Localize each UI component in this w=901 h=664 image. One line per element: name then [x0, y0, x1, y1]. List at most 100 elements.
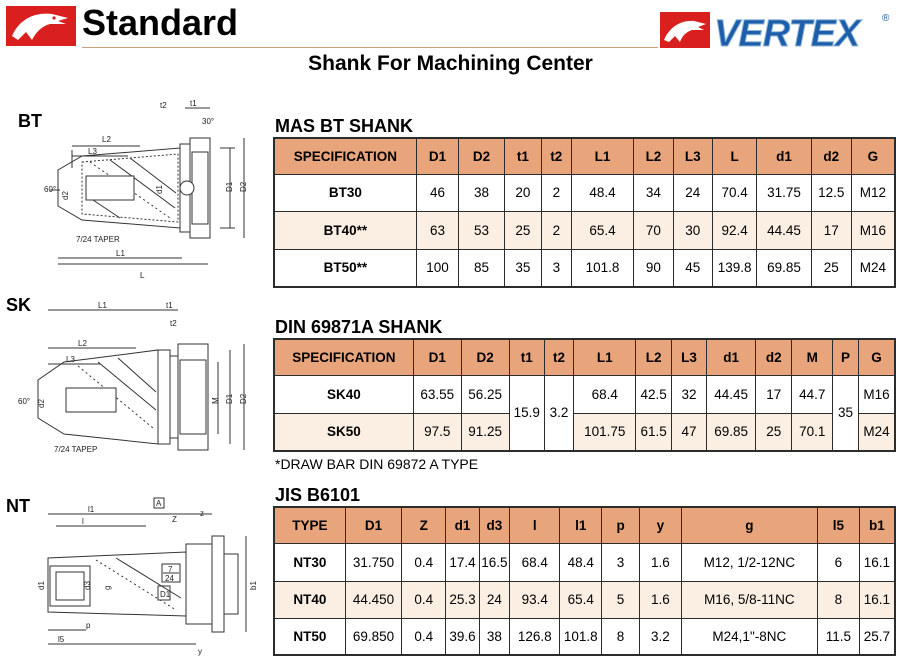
table-cell: 92.4	[711, 210, 758, 250]
table-cell: 1.6	[638, 542, 682, 582]
table-cell-shared: 15.9	[508, 374, 545, 452]
table-row: BT40** 63 53 25 2 65.4 70 30 92.4 44.45 …	[273, 210, 896, 250]
eagle-logo-icon	[6, 6, 76, 46]
table-row: BT50** 100 85 35 3 101.8 90 45 139.8 69.…	[273, 248, 896, 288]
table-cell: 85	[458, 248, 505, 288]
section-label-bt: BT	[18, 111, 42, 131]
table-cell: 25	[755, 412, 793, 452]
section-label-nt: NT	[6, 496, 30, 516]
table-cell: 17	[755, 374, 793, 414]
table-cell: 25	[503, 210, 542, 250]
table-cell: SK40	[273, 374, 414, 414]
table-cell: 0.4	[401, 580, 447, 619]
sk-table-title: DIN 69871A SHANK	[275, 317, 443, 337]
table-row: SK40 63.55 56.25 15.9 3.2 68.4 42.5 32 4…	[273, 374, 896, 452]
header-cell: TYPE	[273, 506, 346, 544]
table-cell: 3.2	[638, 617, 682, 656]
table-cell: 90	[633, 248, 674, 288]
table-cell: 31.75	[756, 173, 812, 212]
table-cell: 45	[672, 248, 713, 288]
header-divider	[82, 47, 658, 48]
table-cell: 17	[810, 210, 852, 250]
table-cell: 2	[540, 210, 572, 250]
table-cell: 48.4	[559, 542, 603, 582]
page-title: Standard	[82, 2, 239, 43]
bt-label-t2: t2	[160, 101, 167, 110]
table-cell: 126.8	[509, 617, 561, 656]
table-cell: M24	[850, 248, 896, 288]
table-cell: 25.7	[858, 617, 896, 656]
nt-label-D1: D1	[160, 590, 171, 599]
header-cell: P	[832, 338, 860, 376]
table-cell: 68.4	[573, 374, 637, 414]
table-cell: 25	[810, 248, 852, 288]
table-cell: 100	[415, 248, 460, 288]
sk-label-M: M	[211, 397, 220, 404]
header-cell: M	[791, 338, 834, 376]
header-cell: y	[638, 506, 682, 544]
table-cell: BT30	[273, 173, 417, 212]
table-cell: 93.4	[509, 580, 561, 619]
table-cell: 65.4	[559, 580, 603, 619]
table-cell: M16	[858, 374, 896, 414]
header-cell: l5	[816, 506, 860, 544]
table-cell: 8	[601, 617, 640, 656]
header-cell: L2	[633, 137, 674, 175]
table-cell: 3	[540, 248, 572, 288]
bt-label-l1: L1	[116, 249, 125, 258]
table-cell: 32	[670, 374, 708, 414]
table-cell: 69.85	[706, 412, 757, 452]
table-cell: NT30	[273, 542, 346, 582]
table-cell: 20	[503, 173, 542, 212]
header-cell: D2	[458, 137, 505, 175]
draw-bar-note: *DRAW BAR DIN 69872 A TYPE	[275, 456, 479, 472]
nt-label-b1: b1	[249, 581, 258, 590]
table-cell: 139.8	[711, 248, 758, 288]
table-cell: 68.4	[509, 542, 561, 582]
header-cell: d1	[756, 137, 812, 175]
table-cell: 61.5	[635, 412, 672, 452]
table-cell: SK50	[273, 412, 414, 452]
header-cell: d1	[706, 338, 757, 376]
table-cell-shared: 35	[832, 374, 860, 452]
registered-mark: ®	[882, 13, 890, 24]
sk-label-taper: 7/24 TAPEP	[54, 445, 97, 454]
table-cell: 56.25	[460, 374, 510, 414]
header-cell: t1	[508, 338, 545, 376]
header-cell: G	[858, 338, 896, 376]
header-cell: p	[601, 506, 640, 544]
table-cell: M12	[850, 173, 896, 212]
header-cell: D1	[415, 137, 460, 175]
table-cell: 47	[670, 412, 708, 452]
header-cell: D2	[460, 338, 510, 376]
header-cell: SPECIFICATION	[273, 338, 414, 376]
sk-label-D2: D2	[239, 393, 248, 404]
table-cell: 101.8	[559, 617, 603, 656]
table-cell: 63	[415, 210, 460, 250]
table-cell: 70.4	[711, 173, 758, 212]
vertex-brand-logo: VERTEX ®	[660, 8, 895, 56]
table-cell: 44.45	[756, 210, 812, 250]
header-cell: d1	[445, 506, 480, 544]
nt-label-l: l	[82, 517, 84, 526]
table-cell: 16.5	[478, 542, 511, 582]
table-cell: 0.4	[401, 617, 447, 656]
header-cell: d2	[810, 137, 852, 175]
header-cell: d3	[478, 506, 511, 544]
bt-spec-table: SPECIFICATION D1 D2 t1 t2 L1 L2 L3 L d1 …	[273, 137, 896, 288]
sk-label-t1: t1	[166, 301, 173, 310]
table-cell: 30	[672, 210, 713, 250]
table-row: NT50 69.850 0.4 39.6 38 126.8 101.8 8 3.…	[273, 617, 896, 656]
table-cell: 11.5	[816, 617, 860, 656]
nt-label-p: p	[86, 621, 91, 630]
sk-label-d2: d2	[37, 399, 46, 408]
sk-label-l1: L1	[98, 301, 107, 310]
bt-label-d1: d1	[155, 185, 164, 194]
table-cell: 8	[816, 580, 860, 619]
nt-label-frac-bot: 24	[165, 574, 174, 583]
nt-label-d1: d1	[37, 581, 46, 590]
table-cell: 70.1	[791, 412, 834, 452]
table-cell: 1.6	[638, 580, 682, 619]
table-cell: 44.450	[344, 580, 403, 619]
table-cell-shared: 3.2	[543, 374, 575, 452]
